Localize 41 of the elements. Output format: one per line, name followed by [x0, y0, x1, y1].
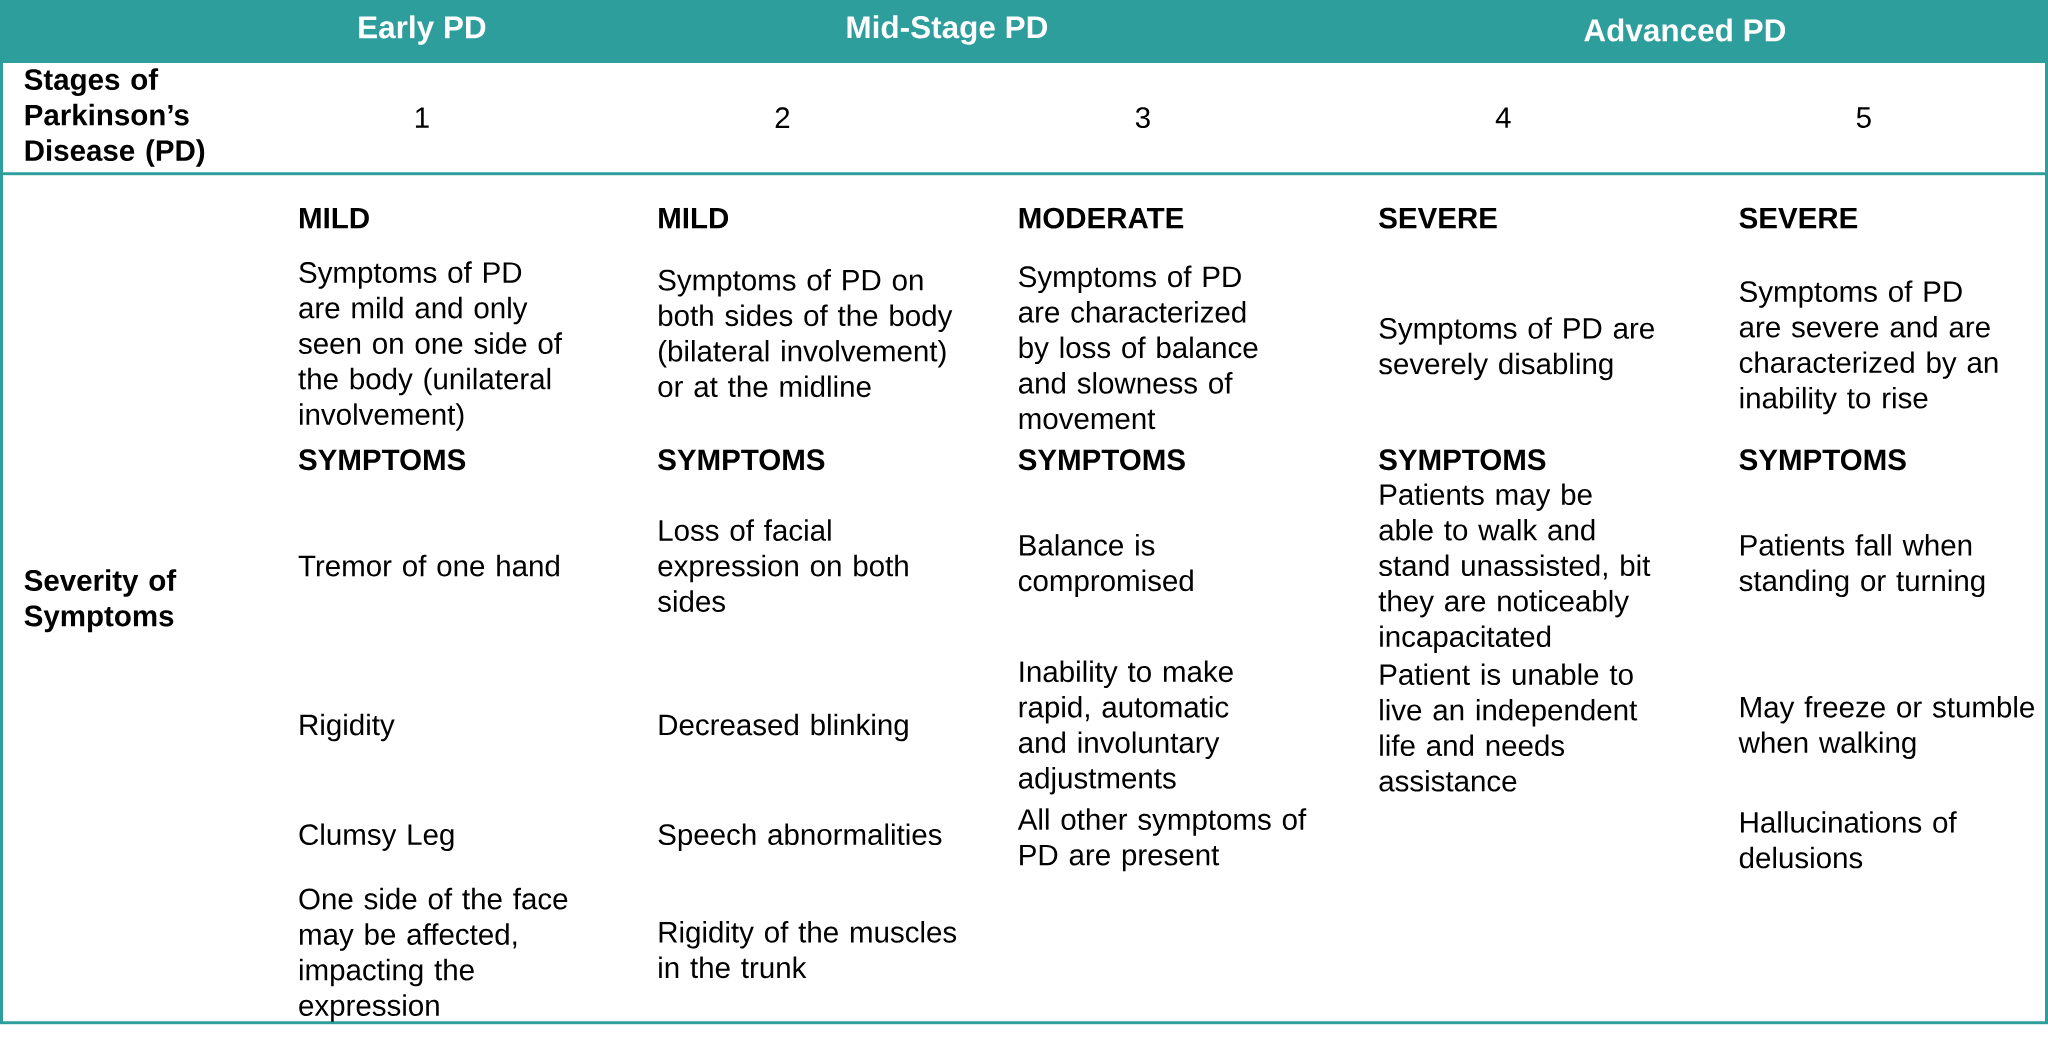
symptoms-heading: SYMPTOMS	[298, 449, 466, 471]
symptom-text: Clumsy Leg	[299, 823, 454, 851]
column-heading: Early PD	[359, 15, 486, 45]
symptom-text: Rigidity	[300, 713, 395, 742]
stage-description: Symptoms of PD are mild and only seen on one side of the body (unilateral involvement)	[298, 261, 563, 431]
row-heading: Stages of Parkinson’s Disease (PD)	[24, 68, 205, 167]
stage-number: 1	[415, 107, 429, 128]
symptom-text: May freeze or stumble when walking	[1738, 696, 2034, 759]
stage-description: Symptoms of PD are characterized by loss of balance and slowness of movement	[1018, 265, 1258, 430]
stage-number: 4	[1495, 107, 1511, 128]
column-heading: Advanced PD	[1584, 18, 1786, 42]
symptom-text: Patient is unable to live an independent life and needs assistance	[1379, 663, 1638, 792]
symptom-text: Rigidity of the muscles in the trunk	[659, 921, 957, 979]
symptom-text: All other symptoms of PD are present	[1017, 808, 1307, 872]
symptom-text: Inability to make rapid, automatic and involuntary adjustments	[1018, 660, 1233, 795]
severity-level: MILD	[300, 207, 369, 229]
column-heading: Mid-Stage PD	[847, 15, 1048, 45]
symptoms-heading: SYMPTOMS	[1379, 449, 1546, 471]
row-heading: Severity of Symptoms	[24, 569, 177, 633]
symptom-text: Speech abnormalities	[658, 823, 942, 851]
stage-description: Symptoms of PD are severely disabling	[1379, 317, 1654, 381]
symptom-text: Loss of facial expression on both sides	[658, 519, 908, 612]
symptoms-heading: SYMPTOMS	[1018, 449, 1185, 471]
severity-level: SEVERE	[1739, 207, 1858, 229]
symptom-text: Balance is compromised	[1018, 534, 1193, 598]
symptom-text: Tremor of one hand	[298, 554, 559, 577]
severity-level: MODERATE	[1019, 207, 1184, 229]
severity-level: SEVERE	[1379, 207, 1497, 229]
stage-number: 3	[1135, 107, 1150, 129]
symptom-text: Hallucinations of delusions	[1739, 811, 1957, 869]
symptom-text: Decreased blinking	[659, 713, 908, 742]
stage-number: 5	[1856, 107, 1871, 128]
symptoms-heading: SYMPTOMS	[1739, 449, 1906, 471]
severity-level: MILD	[659, 207, 729, 229]
symptom-text: Patients fall when standing or turning	[1739, 534, 1985, 598]
stage-description: Symptoms of PD are severe and are characterized by an inability to rise	[1739, 280, 1998, 415]
symptom-text: One side of the face may be affected, impacting the expression	[299, 887, 568, 1022]
symptom-text: Patients may be able to walk and stand unassisted, bit they are noticeably incapacitated	[1378, 483, 1651, 653]
stage-number: 2	[775, 107, 790, 128]
stage-description: Symptoms of PD on both sides of the body (bilateral involvement) or at the midline	[658, 269, 953, 398]
symptoms-heading: SYMPTOMS	[658, 449, 825, 471]
